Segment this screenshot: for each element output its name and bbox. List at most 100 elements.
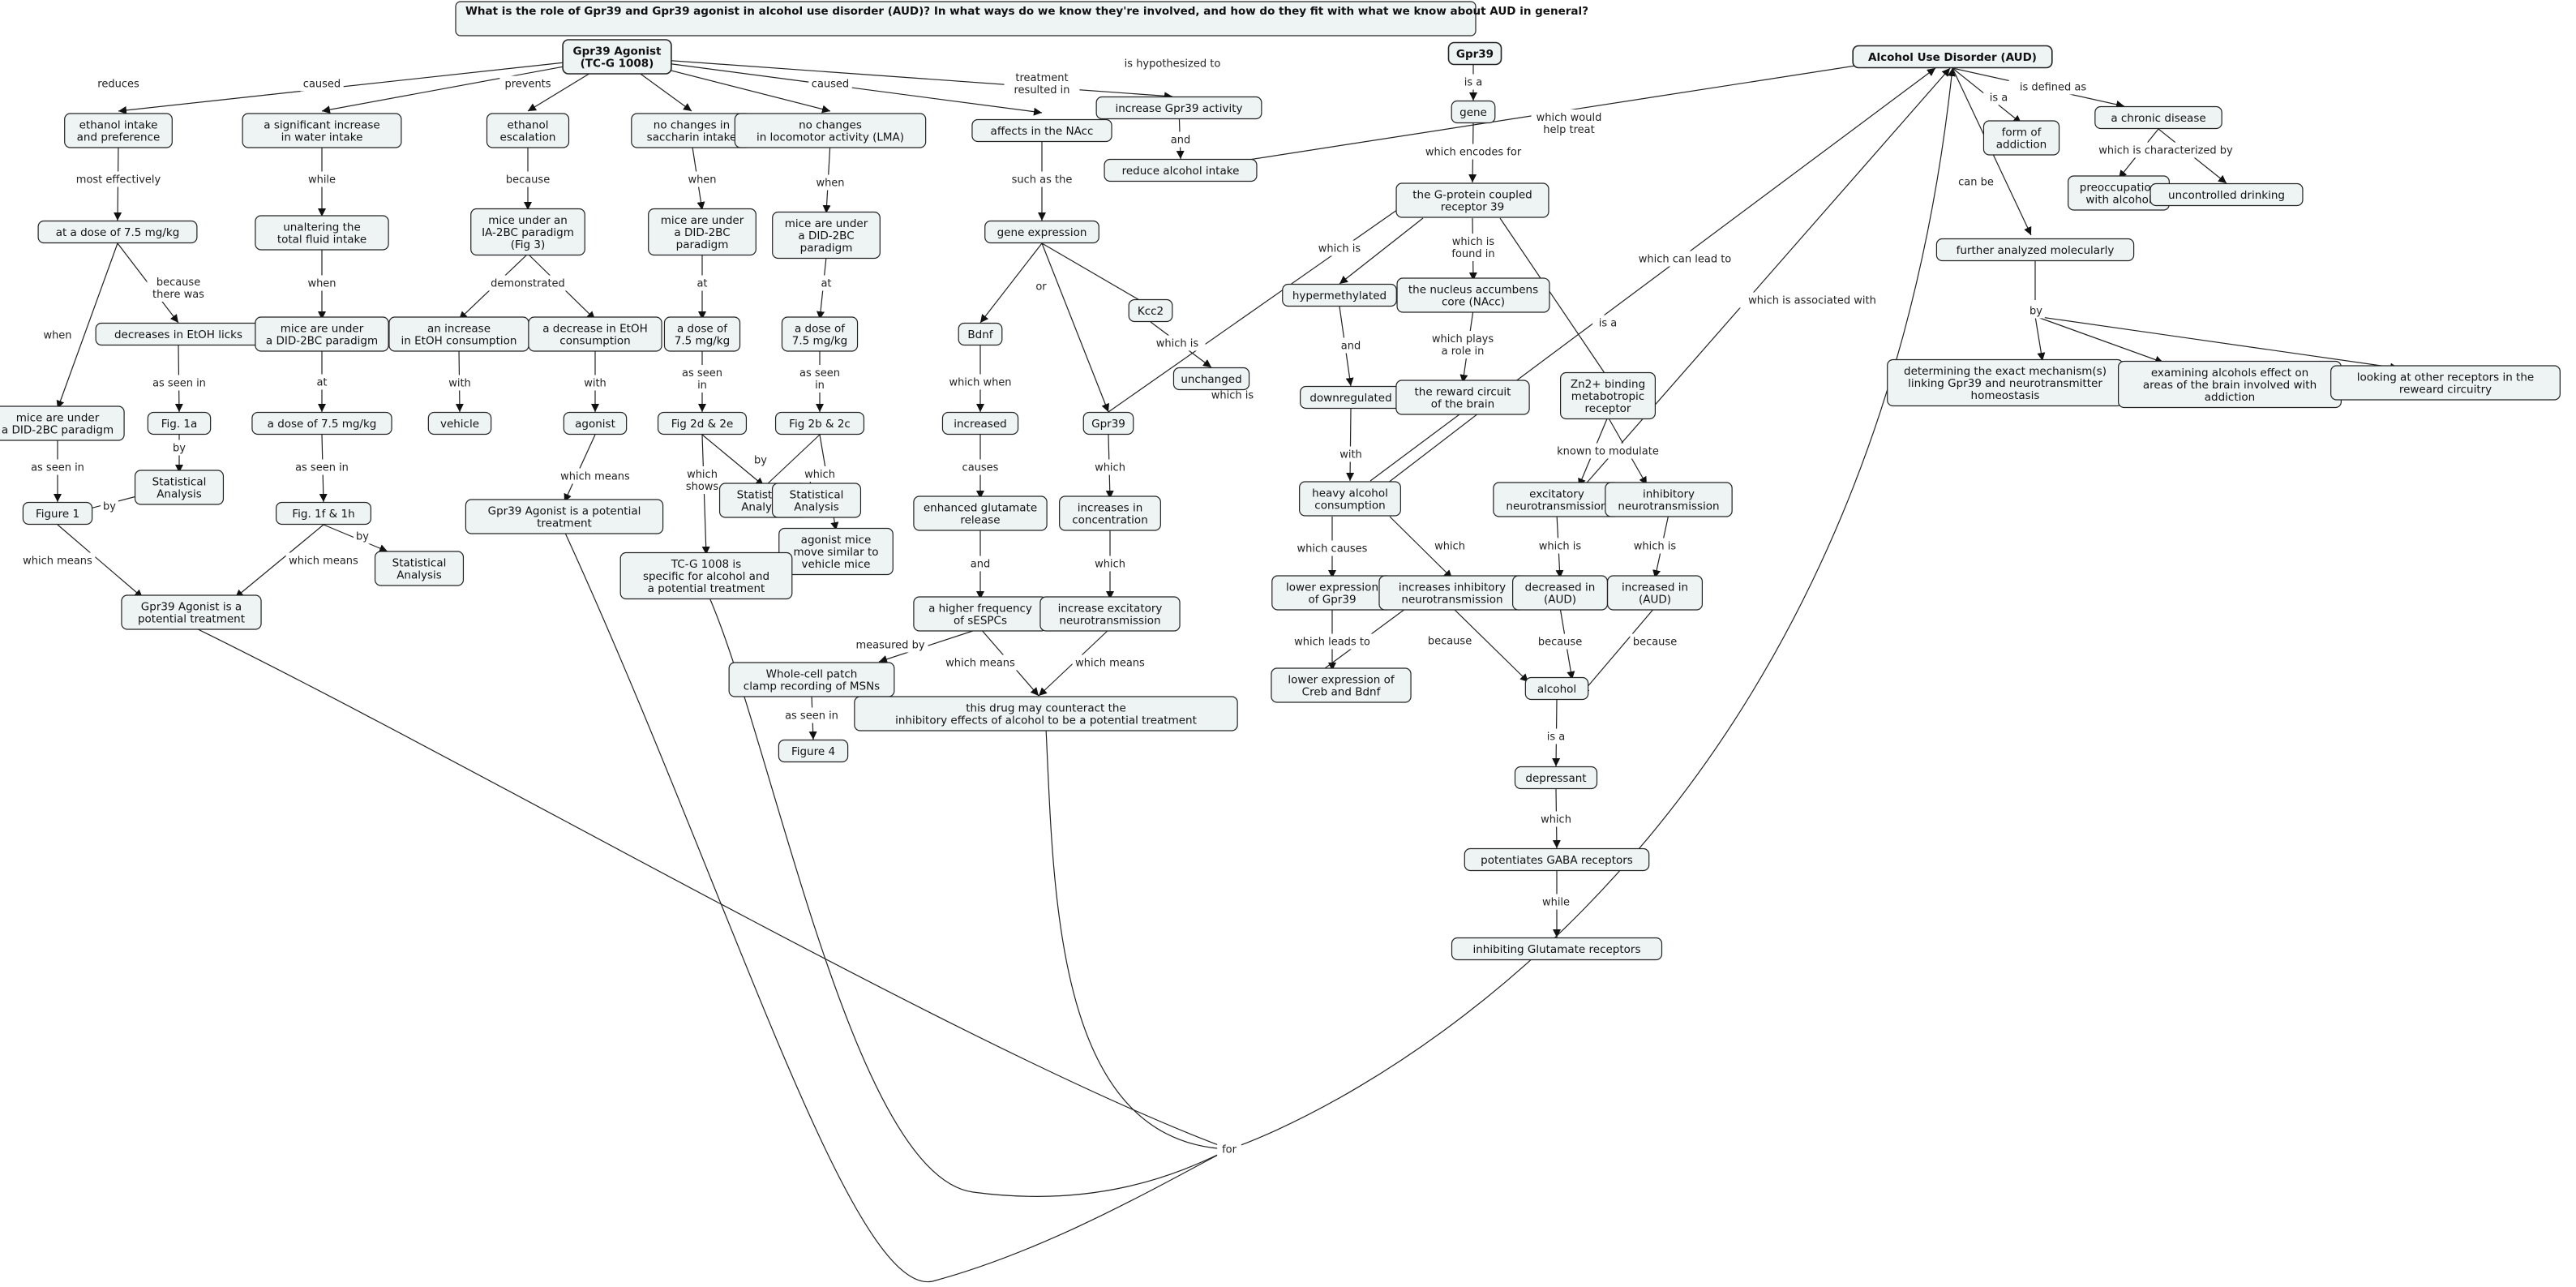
concept-node-text: mice are under (661, 214, 744, 227)
connector-line (2034, 315, 2399, 371)
concept-node-text: TC-G 1008 is (671, 558, 741, 571)
link-label-text: caused (812, 79, 849, 91)
concept-node-gaba[interactable]: potentiates GABA receptors (1464, 847, 1650, 872)
link-label-which1: which (1091, 459, 1129, 475)
concept-node-text: specific for alcohol and (643, 570, 769, 583)
concept-node-reduceIntake[interactable]: reduce alcohol intake (1104, 158, 1258, 182)
concept-node-fig1[interactable]: Figure 1 (22, 501, 93, 526)
concept-node-kcc2[interactable]: Kcc2 (1128, 298, 1173, 323)
concept-node-dose2[interactable]: a dose of7.5 mg/kg (663, 316, 741, 352)
concept-node-fig2b[interactable]: Fig 2b & 2c (774, 411, 865, 435)
concept-node-fig1f[interactable]: Fig. 1f & 1h (276, 501, 372, 526)
concept-node-decAud[interactable]: decreased in(AUD) (1511, 575, 1608, 611)
concept-node-glut[interactable]: inhibiting Glutamate receptors (1451, 937, 1663, 961)
link-label-text: as seen in (31, 462, 84, 474)
concept-node-decreasesLicks[interactable]: decreases in EtOH licks (95, 322, 262, 346)
concept-node-fig2d[interactable]: Fig 2d & 2e (657, 411, 748, 435)
link-label-for: for (1217, 1141, 1241, 1157)
concept-node-incActivity[interactable]: increase Gpr39 activity (1095, 96, 1262, 120)
concept-node-text: the nucleus accumbens (1408, 283, 1538, 296)
concept-node-chronic[interactable]: a chronic disease (2094, 105, 2222, 130)
concept-node-text: receptor (1585, 402, 1631, 415)
concept-node-increased[interactable]: increased (941, 411, 1019, 435)
link-label-whichIs4: which is (1627, 538, 1683, 554)
concept-node-unchanged[interactable]: unchanged (1172, 367, 1250, 391)
concept-node-dose3[interactable]: a dose of7.5 mg/kg (781, 316, 859, 352)
concept-node-fig1a[interactable]: Fig. 1a (147, 411, 212, 435)
link-label-measuredBy: measured by (852, 637, 928, 653)
concept-node-mechanism[interactable]: determining the exact mechanism(s)linkin… (1887, 358, 2124, 407)
link-label-text: known to modulate (1557, 446, 1659, 458)
concept-node-geneExpr[interactable]: gene expression (984, 220, 1099, 244)
concept-node-agonist[interactable]: Gpr39 Agonist(TC-G 1008) (562, 39, 672, 75)
concept-node-alcohol[interactable]: alcohol (1524, 676, 1589, 701)
concept-node-text: preoccupation (2080, 181, 2158, 194)
concept-node-agonistLeaf[interactable]: agonist (563, 411, 628, 435)
concept-node-down[interactable]: downregulated (1300, 385, 1402, 410)
link-label-at1: at (693, 275, 711, 291)
connector-line (234, 524, 324, 598)
link-label-isA2: is a (1592, 315, 1623, 331)
concept-node-dose4[interactable]: a dose of 7.5 mg/kg (251, 411, 392, 435)
concept-node-bdnf[interactable]: Bdnf (958, 322, 1003, 346)
concept-node-fig4[interactable]: Figure 4 (778, 739, 849, 763)
concept-node-further[interactable]: further analyzed molecularly (1935, 238, 2135, 262)
concept-node-uncontrolled[interactable]: uncontrolled drinking (2150, 182, 2304, 207)
concept-node-aud[interactable]: Alcohol Use Disorder (AUD) (1852, 45, 2053, 69)
concept-node-gpr39node[interactable]: Gpr39 (1082, 411, 1134, 435)
concept-node-dose1[interactable]: at a dose of 7.5 mg/kg (37, 220, 198, 244)
concept-node-incAud[interactable]: increased in(AUD) (1606, 575, 1703, 611)
concept-node-vehicle[interactable]: vehicle (427, 411, 492, 435)
link-label-and2: and (968, 556, 992, 572)
concept-node-gene[interactable]: gene (1451, 100, 1496, 124)
concept-node-nacc[interactable]: affects in the NAcc (971, 118, 1112, 143)
link-label-text: at (316, 377, 327, 389)
concept-node-gpr39main[interactable]: Gpr39 (1447, 41, 1502, 66)
concept-node-hyper[interactable]: hypermethylated (1282, 283, 1397, 307)
concept-node-receptors[interactable]: looking at other receptors in thereweard… (2330, 365, 2561, 401)
link-label-text: as seen (682, 367, 722, 380)
concept-node-depressant[interactable]: depressant (1514, 766, 1598, 790)
